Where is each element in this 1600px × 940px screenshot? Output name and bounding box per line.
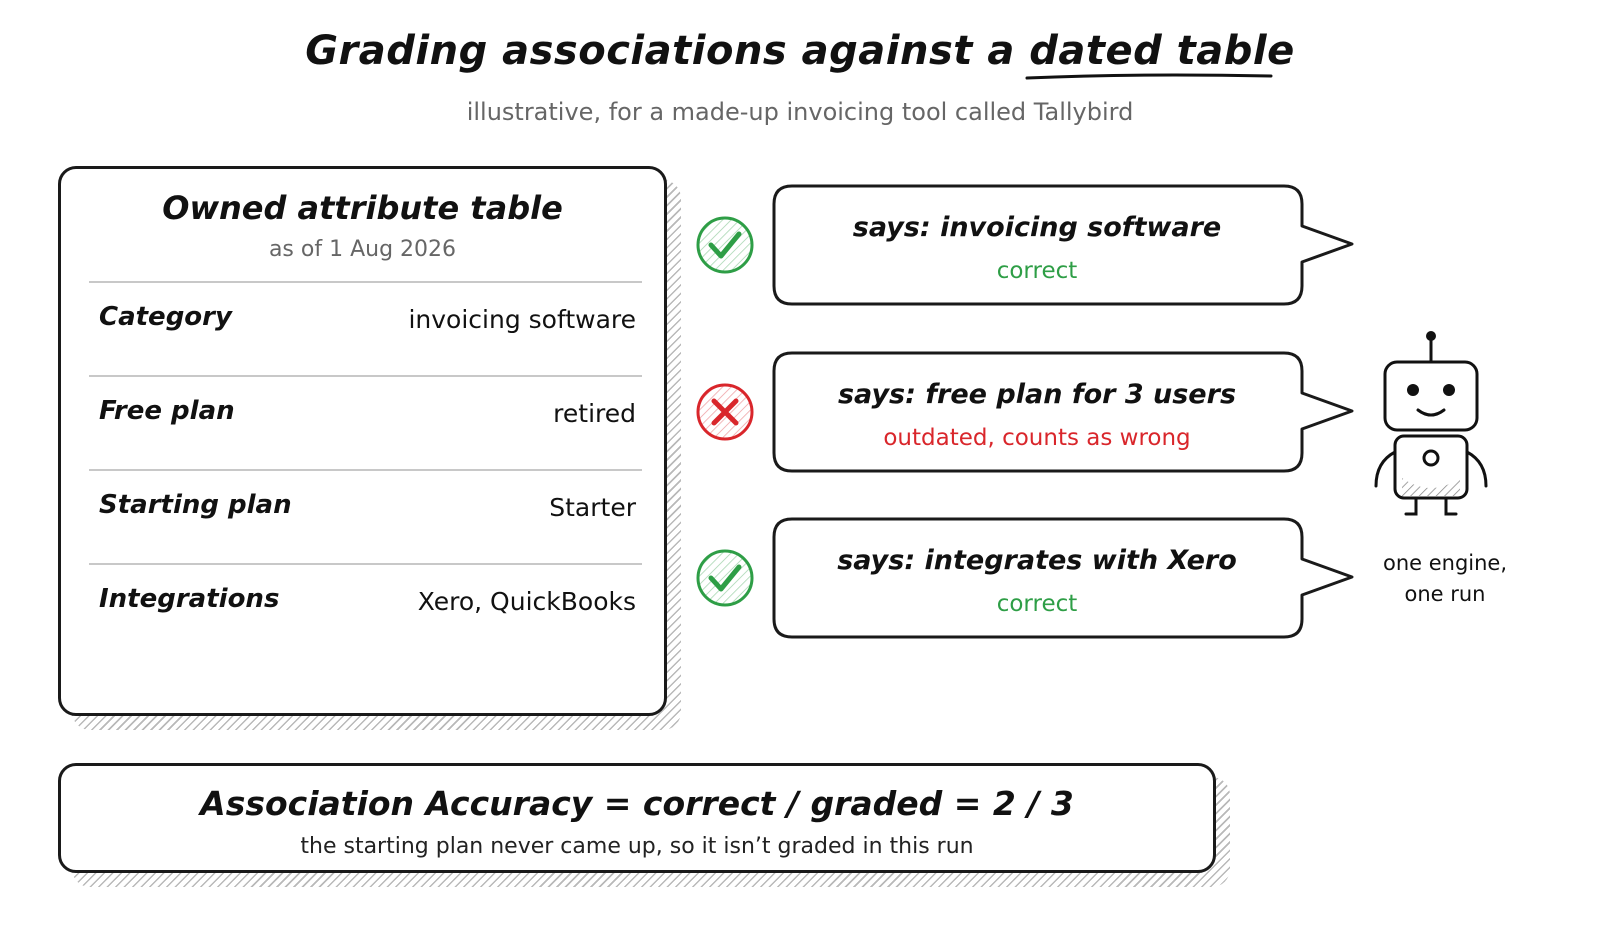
accuracy-formula: Association Accuracy = correct / graded … [200,784,1074,823]
title-prefix: Grading associations against a [305,28,1030,74]
title-underline [1025,73,1273,80]
row-label-integrations: Integrations [99,584,280,614]
accuracy-note: the starting plan never came up, so it i… [300,834,974,859]
row-value-starting-plan: Starter [549,493,636,522]
speech-bubble-shape [772,517,1354,639]
page-title: Grading associations against a dated tab… [0,28,1600,80]
claim-verdict: outdated, counts as wrong [883,425,1191,451]
claim-verdict: correct [996,591,1078,617]
page-subtitle: illustrative, for a made-up invoicing to… [466,98,1134,126]
table-as-of-date: as of 1 Aug 2026 [268,237,457,262]
claim-verdict: correct [996,258,1078,284]
row-value-free-plan: retired [553,399,636,428]
robot-caption: one engine, one run [1370,548,1520,610]
robot-icon [1374,331,1488,516]
row-divider [89,281,642,283]
summary-panel: Association Accuracy = correct / graded … [58,763,1216,873]
row-label-category: Category [99,302,232,332]
claim-bubble: says: integrates with Xero correct [772,517,1362,639]
claim-says: says: integrates with Xero [837,545,1237,576]
row-value-integrations: Xero, QuickBooks [417,587,636,616]
check-icon [696,216,754,274]
title-emphasis: dated table [1025,28,1295,80]
claim-bubble: says: invoicing software correct [772,184,1362,306]
robot-caption-line: one run [1404,582,1486,606]
table-title: Owned attribute table [162,189,563,227]
row-divider [89,375,642,377]
check-icon [696,549,754,607]
row-label-starting-plan: Starting plan [99,490,292,520]
claim-says: says: invoicing software [852,212,1222,243]
cross-icon [696,383,754,441]
claim-bubble: says: free plan for 3 users outdated, co… [772,351,1362,473]
attribute-table-panel: Owned attribute table as of 1 Aug 2026 C… [58,166,667,716]
row-divider [89,563,642,565]
row-label-free-plan: Free plan [99,396,235,426]
speech-bubble-shape [772,351,1354,473]
claim-says: says: free plan for 3 users [837,379,1237,410]
row-divider [89,469,642,471]
robot-caption-line: one engine, [1382,551,1508,575]
row-value-category: invoicing software [408,305,636,334]
speech-bubble-shape [772,184,1354,306]
